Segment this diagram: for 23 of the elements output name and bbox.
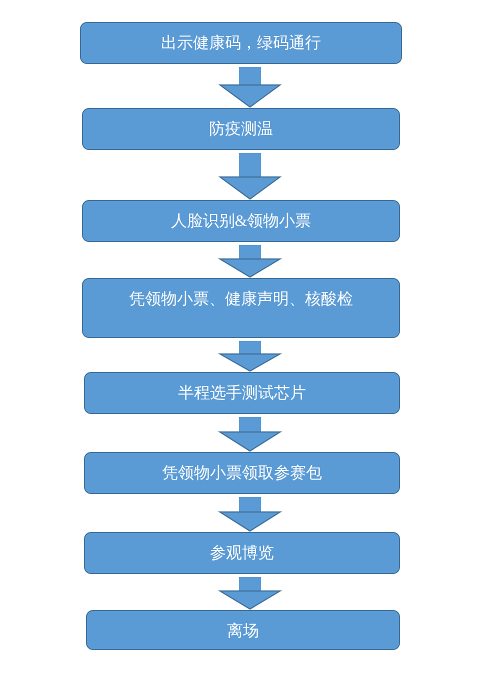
step-text: 凭领物小票领取参赛包 bbox=[162, 464, 322, 484]
block-arrow bbox=[219, 497, 281, 532]
block-arrow bbox=[219, 67, 281, 108]
step-text: 半程选手测试芯片 bbox=[178, 384, 306, 404]
process-box bbox=[84, 532, 400, 574]
process-box bbox=[84, 372, 400, 414]
block-arrow bbox=[219, 153, 281, 200]
step-text: 参观博览 bbox=[210, 544, 274, 564]
block-arrow bbox=[219, 577, 281, 610]
process-box bbox=[82, 200, 400, 242]
step-text: 出示健康码，绿码通行 bbox=[161, 34, 321, 54]
block-arrow bbox=[219, 417, 281, 452]
step-text: 防疫测温 bbox=[209, 120, 273, 140]
process-box bbox=[80, 22, 402, 64]
process-box bbox=[82, 278, 400, 338]
step-text: 凭领物小票、健康声明、核酸检 bbox=[129, 290, 353, 310]
process-box bbox=[84, 452, 400, 494]
process-box bbox=[86, 610, 400, 650]
process-box bbox=[82, 108, 400, 150]
block-arrow bbox=[219, 341, 281, 372]
block-arrow bbox=[219, 245, 281, 278]
step-text: 离场 bbox=[227, 622, 259, 642]
step-text: 人脸识别&领物小票 bbox=[170, 212, 312, 232]
